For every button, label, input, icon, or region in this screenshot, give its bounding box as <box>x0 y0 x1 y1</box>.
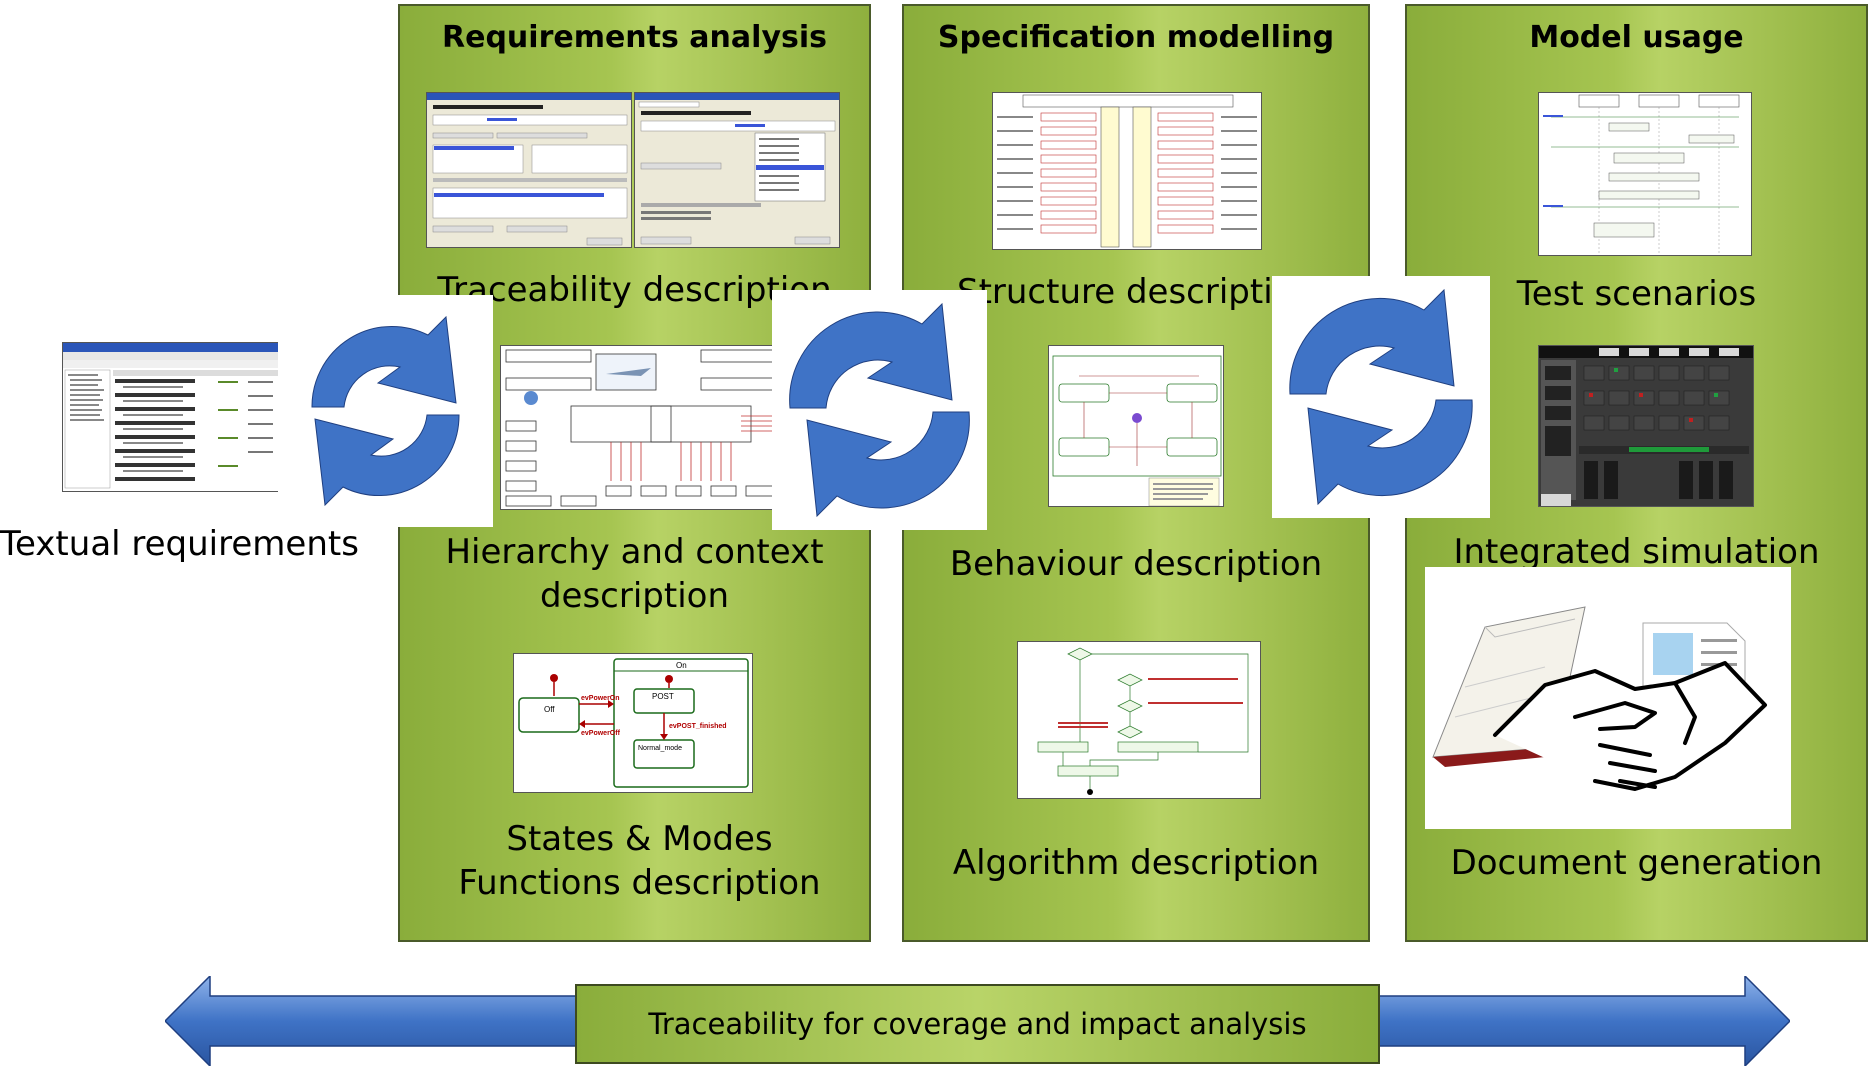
integrated-simulation-screenshot <box>1538 345 1754 507</box>
state-on-label: On <box>676 661 687 670</box>
test-scenario-sequence-screenshot <box>1538 92 1752 256</box>
event-power-off: evPowerOff <box>581 730 621 737</box>
textual-requirements-screenshot <box>62 342 282 492</box>
state-off <box>518 697 580 733</box>
document-generation-illustration <box>1425 567 1791 829</box>
event-post-finished: evPOST_finished <box>669 723 727 730</box>
panel-title-usage: Model usage <box>1529 20 1744 55</box>
label-document-generation: Document generation <box>1450 843 1823 883</box>
structure-diagram-screenshot <box>992 92 1262 250</box>
label-hierarchy-1: Hierarchy and context <box>445 532 824 572</box>
algorithm-flowchart-screenshot <box>1017 641 1261 799</box>
event-power-on: evPowerOn <box>581 695 620 702</box>
state-normal-label: Normal_mode <box>638 745 682 752</box>
hierarchy-diagram-screenshot <box>500 345 782 510</box>
label-states-2: Functions description <box>458 863 821 903</box>
label-algorithm-description: Algorithm description <box>952 843 1320 883</box>
panel-title-requirements: Requirements analysis <box>442 20 827 55</box>
label-textual-requirements: Textual requirements <box>0 524 359 564</box>
behaviour-statechart-screenshot <box>1048 345 1224 507</box>
traceability-dialog-screenshot-1 <box>426 92 632 248</box>
panel-title-specification: Specification modelling <box>937 20 1335 55</box>
traceability-dialog-screenshot-2 <box>634 92 840 248</box>
label-traceability-description: Traceability description <box>437 270 832 310</box>
cycle-arrows-requirements-specification <box>772 290 987 530</box>
label-hierarchy-2: description <box>539 576 730 616</box>
label-structure-description: Structure description <box>956 272 1315 312</box>
handshake-icon <box>1493 661 1767 791</box>
traceability-bar: Traceability for coverage and impact ana… <box>575 984 1380 1064</box>
state-off-label: Off <box>544 705 555 714</box>
label-test-scenarios: Test scenarios <box>1516 274 1757 314</box>
state-machine-screenshot: Off On POST Normal_mode evPOST_finished … <box>513 653 753 793</box>
label-integrated-simulation: Integrated simulation <box>1453 532 1820 572</box>
label-states-1: States & Modes <box>506 819 773 859</box>
traceability-bar-label: Traceability for coverage and impact ana… <box>648 1007 1307 1041</box>
cycle-arrows-specification-usage <box>1272 276 1490 518</box>
cycle-arrows-textual-requirements <box>278 295 493 527</box>
label-behaviour-description: Behaviour description <box>949 544 1323 584</box>
state-post-label: POST <box>652 692 674 701</box>
